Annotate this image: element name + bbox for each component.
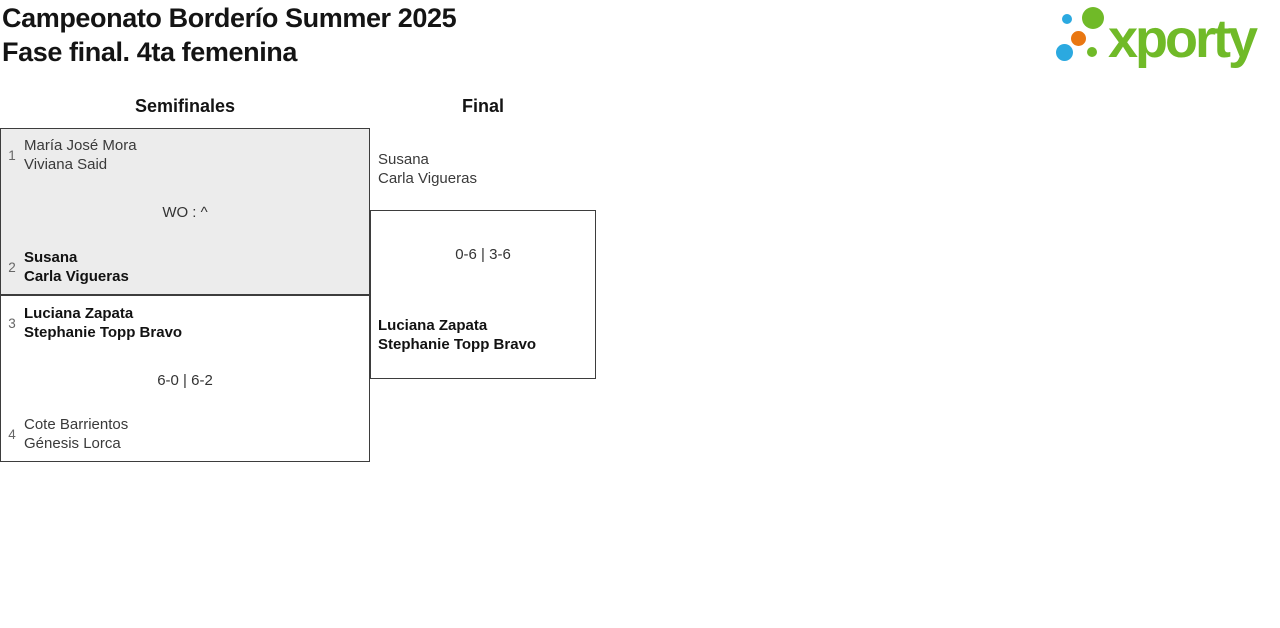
logo-dot-orange <box>1071 31 1086 46</box>
round-header-final: Final <box>461 96 504 116</box>
match-score: 0-6 | 3-6 <box>455 246 511 263</box>
team-players: Cote Barrientos Génesis Lorca <box>24 415 128 453</box>
player-name: Cote Barrientos <box>24 416 129 433</box>
xporty-logo[interactable]: xporty <box>1050 0 1272 72</box>
match-score: WO : ^ <box>162 204 208 221</box>
player-name: Susana <box>378 151 429 168</box>
team-players: Luciana Zapata Stephanie Topp Bravo <box>24 304 182 342</box>
seed-number: 3 <box>8 316 16 331</box>
player-name: Viviana Said <box>24 156 108 173</box>
match-box-final[interactable] <box>370 210 596 379</box>
round-header-semifinales: Semifinales <box>134 96 236 116</box>
player-name: Susana <box>24 249 78 266</box>
team-players: Susana Carla Vigueras <box>378 150 477 188</box>
match-score: 6-0 | 6-2 <box>157 372 213 389</box>
player-name: Stephanie Topp Bravo <box>24 324 183 341</box>
logo-dot-blue-small <box>1062 14 1072 24</box>
player-name: Stephanie Topp Bravo <box>378 336 537 353</box>
team-players: Luciana Zapata Stephanie Topp Bravo <box>378 316 536 354</box>
tournament-title: Campeonato Borderío Summer 2025 <box>2 3 457 33</box>
player-name: Carla Vigueras <box>378 170 477 187</box>
player-name: Luciana Zapata <box>24 305 134 322</box>
player-name: María José Mora <box>24 137 137 154</box>
seed-number: 1 <box>8 148 16 163</box>
seed-number: 4 <box>8 427 16 442</box>
match-box-semifinal-2[interactable] <box>0 295 370 462</box>
logo-dot-blue-large <box>1056 44 1073 61</box>
seed-number: 2 <box>8 260 16 275</box>
player-name: Génesis Lorca <box>24 435 121 452</box>
category-subtitle: Fase final. 4ta femenina <box>2 37 298 67</box>
logo-wordmark: xporty <box>1108 9 1258 69</box>
match-box-semifinal-1[interactable] <box>0 128 370 295</box>
player-name: Luciana Zapata <box>378 317 488 334</box>
team-players: Susana Carla Vigueras <box>24 248 129 286</box>
player-name: Carla Vigueras <box>24 268 129 285</box>
team-players: María José Mora Viviana Said <box>24 136 137 174</box>
logo-dot-green-small <box>1087 47 1097 57</box>
logo-dot-green-large <box>1082 7 1104 29</box>
